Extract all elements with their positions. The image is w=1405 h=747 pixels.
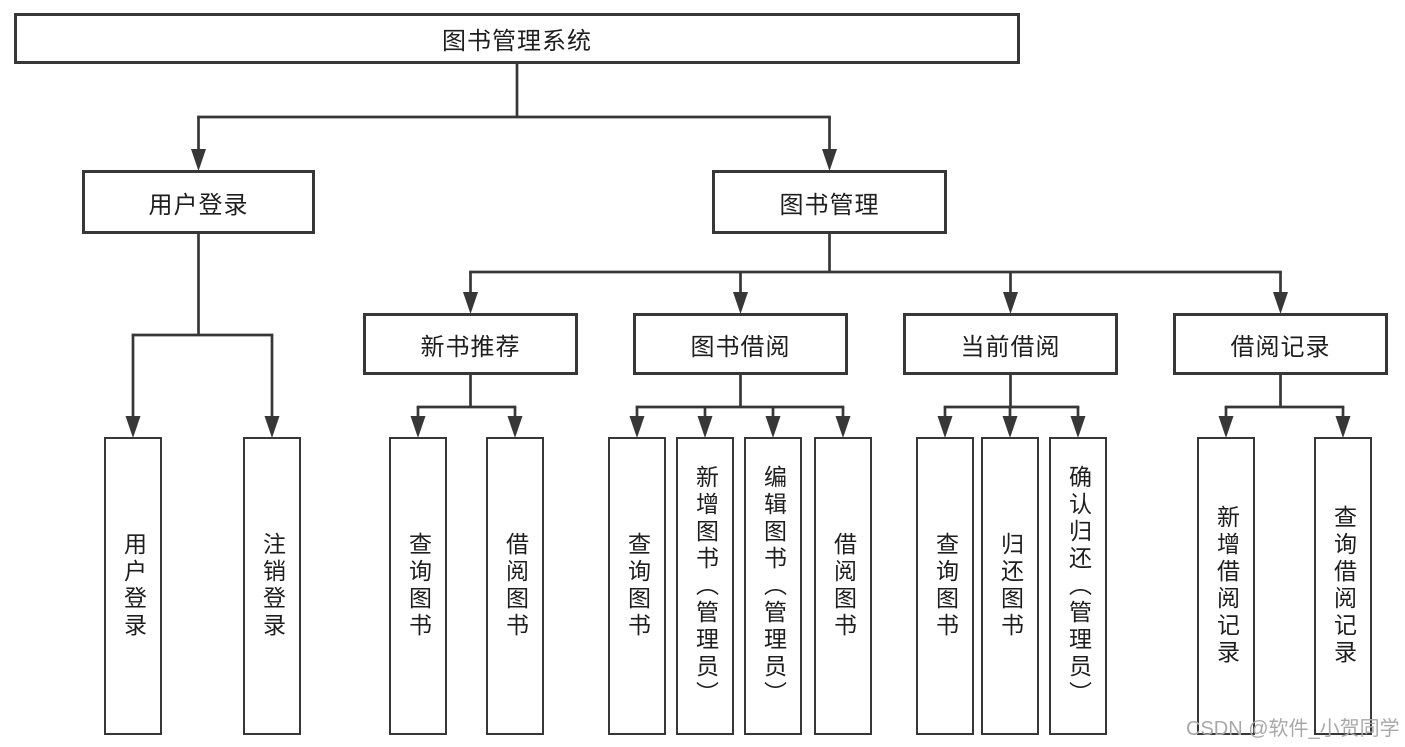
leaf-query-books: 查询图书	[389, 437, 447, 735]
node-label: 注销登录	[259, 532, 286, 640]
user-login-node: 用户登录	[82, 170, 315, 234]
node-label: 编辑图书（管理员）	[760, 464, 787, 708]
leaf-add-book-admin: 新增图书（管理员）	[676, 437, 734, 735]
node-label: 用户登录	[148, 191, 249, 219]
leaf-borrow-books: 借阅图书	[814, 437, 872, 735]
node-label: 新书推荐	[420, 333, 521, 361]
book-management-node: 图书管理	[712, 170, 947, 234]
node-label: 图书管理系统	[442, 28, 592, 55]
leaf-query-books: 查询图书	[608, 437, 666, 735]
root-node-library-system: 图书管理系统	[14, 13, 1020, 64]
node-label: 借阅记录	[1230, 333, 1331, 361]
leaf-logout: 注销登录	[243, 437, 301, 735]
node-label: 借阅图书	[830, 532, 857, 640]
leaf-user-login: 用户登录	[104, 437, 162, 735]
node-label: 确认归还（管理员）	[1065, 464, 1092, 708]
current-borrow-node: 当前借阅	[903, 313, 1118, 375]
node-label: 查询借阅记录	[1330, 505, 1357, 667]
node-label: 新增借阅记录	[1213, 505, 1240, 667]
node-label: 借阅图书	[502, 532, 529, 640]
new-book-recommend-node: 新书推荐	[363, 313, 578, 375]
book-borrow-node: 图书借阅	[633, 313, 848, 375]
node-label: 图书管理	[779, 191, 880, 219]
leaf-query-borrow-record: 查询借阅记录	[1314, 437, 1372, 735]
node-label: 图书借阅	[690, 333, 791, 361]
watermark-text: CSDN @软件_小贺同学	[1186, 718, 1400, 740]
node-label: 归还图书	[997, 532, 1024, 640]
leaf-borrow-books: 借阅图书	[486, 437, 544, 735]
borrow-record-node: 借阅记录	[1173, 313, 1388, 375]
leaf-add-borrow-record: 新增借阅记录	[1197, 437, 1255, 735]
node-label: 当前借阅	[960, 333, 1061, 361]
node-label: 用户登录	[120, 532, 147, 640]
node-label: 查询图书	[932, 532, 959, 640]
node-label: 新增图书（管理员）	[692, 464, 719, 708]
node-label: 查询图书	[624, 532, 651, 640]
leaf-return-books: 归还图书	[981, 437, 1039, 735]
leaf-edit-book-admin: 编辑图书（管理员）	[744, 437, 802, 735]
leaf-confirm-return-admin: 确认归还（管理员）	[1049, 437, 1107, 735]
leaf-query-books: 查询图书	[916, 437, 974, 735]
node-label: 查询图书	[405, 532, 432, 640]
